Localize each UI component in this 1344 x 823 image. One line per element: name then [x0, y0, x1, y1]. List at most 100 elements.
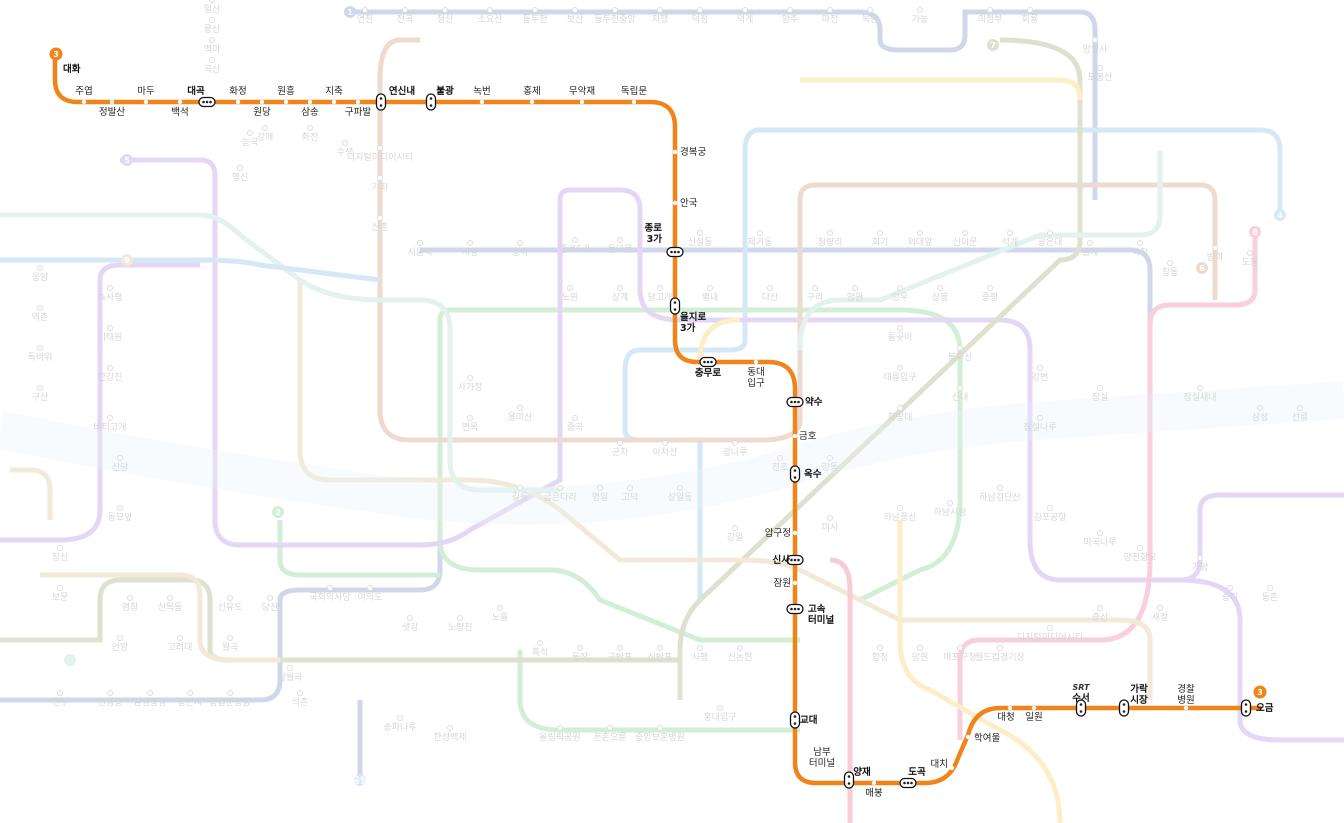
station-marker-jeongbalsan[interactable] — [109, 99, 115, 105]
station-marker-bulgwang[interactable] — [425, 93, 437, 111]
station-label-ogeum[interactable]: 오금 — [1256, 703, 1274, 714]
station-marker-suseo[interactable] — [1075, 699, 1087, 717]
station-label-daecheong[interactable]: 대청 — [997, 712, 1014, 723]
station-marker-yangjae[interactable] — [843, 771, 855, 789]
station-label-bulgwang[interactable]: 불광 — [436, 85, 454, 97]
station-marker-wonheung[interactable] — [283, 99, 289, 105]
station-marker-hwajeong[interactable] — [235, 99, 241, 105]
background-station-dot — [377, 215, 383, 221]
station-label-jamwon[interactable]: 잠원 — [774, 578, 791, 589]
background-station-label: 강일 — [727, 532, 744, 543]
station-marker-jichuk[interactable] — [331, 99, 337, 105]
station-label-gupabal[interactable]: 구파발 — [345, 107, 371, 118]
station-marker-gupabal[interactable] — [355, 99, 361, 105]
station-marker-yeonsinnae[interactable] — [375, 93, 387, 111]
station-marker-ogeum[interactable] — [1240, 699, 1252, 717]
station-marker-daecheong[interactable] — [1007, 705, 1013, 711]
background-station-label: 외대앞 — [908, 236, 933, 248]
station-label-geumho[interactable]: 금호 — [799, 431, 817, 442]
transfer-pip — [790, 400, 793, 404]
station-marker-dongguk[interactable] — [753, 359, 759, 365]
station-label-dongnimmun[interactable]: 독립문 — [621, 85, 647, 97]
background-station-dot — [957, 385, 963, 391]
station-marker-oksu[interactable] — [789, 465, 801, 483]
station-label-oksu[interactable]: 옥수 — [804, 469, 822, 480]
background-station-label: 구산 — [32, 392, 49, 403]
station-marker-madu[interactable] — [143, 99, 149, 105]
station-label-jichuk[interactable]: 지축 — [325, 86, 343, 97]
station-marker-jamwon[interactable] — [792, 580, 798, 586]
station-marker-maebong[interactable] — [871, 780, 877, 786]
station-marker-daechi[interactable] — [949, 765, 955, 771]
station-marker-juyeop[interactable] — [81, 99, 87, 105]
background-station-dot — [1197, 555, 1203, 561]
background-station-dot — [57, 545, 63, 551]
background-station-label: 광나루 — [723, 446, 748, 458]
station-marker-samsong[interactable] — [307, 99, 313, 105]
station-marker-euljiro3ga[interactable] — [669, 297, 681, 315]
station-label-chungmuro[interactable]: 충무로 — [695, 367, 721, 379]
station-label-daechi[interactable]: 대치 — [931, 758, 948, 770]
station-marker-apgujeong[interactable] — [792, 530, 798, 536]
station-label-gyodae[interactable]: 교대 — [800, 714, 817, 726]
station-label-samsong[interactable]: 삼송 — [301, 107, 319, 118]
station-label-wondang[interactable]: 원당 — [253, 107, 271, 118]
station-label-daegok[interactable]: 대곡 — [187, 85, 205, 97]
background-station-label: 전곡 — [397, 14, 414, 25]
station-label-gyeongbokgung[interactable]: 경복궁 — [680, 146, 706, 158]
station-label-wonheung[interactable]: 원흥 — [277, 85, 295, 97]
station-label-hagyeoul[interactable]: 학여울 — [974, 732, 1000, 744]
background-station-dot — [1037, 365, 1043, 371]
station-marker-wondang[interactable] — [259, 99, 265, 105]
station-label-yangjae[interactable]: 양재 — [853, 766, 870, 778]
station-label-sinsa[interactable]: 신사 — [773, 554, 791, 566]
station-label-hongje[interactable]: 홍제 — [523, 85, 540, 97]
station-marker-muakjae[interactable] — [579, 99, 585, 105]
station-marker-gyeongbokgung[interactable] — [672, 149, 678, 155]
station-label-daehwa[interactable]: 대화 — [63, 63, 81, 75]
station-label-madu[interactable]: 마두 — [137, 86, 155, 97]
background-station-label: 염창 — [122, 602, 139, 613]
station-marker-irwon[interactable] — [1031, 705, 1037, 711]
station-marker-hongje[interactable] — [529, 99, 535, 105]
station-label-apgujeong[interactable]: 압구정 — [765, 527, 791, 539]
station-label-hwajeong[interactable]: 화정 — [229, 86, 246, 97]
station-marker-gyodae[interactable] — [789, 711, 801, 729]
station-marker-police[interactable] — [1183, 705, 1189, 711]
station-label-muakjae[interactable]: 무악재 — [569, 85, 595, 97]
station-marker-baekseok[interactable] — [177, 99, 183, 105]
station-label-irwon[interactable]: 일원 — [1025, 712, 1042, 723]
background-station-label: 동대문 — [608, 244, 633, 255]
background-station-label: 마포구청 — [943, 652, 976, 663]
background-station-label: 녹천 — [1132, 247, 1149, 258]
station-marker-nokbeon[interactable] — [479, 99, 485, 105]
station-label-yeonsinnae[interactable]: 연신내 — [389, 85, 415, 97]
station-label-juyeop[interactable]: 주엽 — [75, 86, 92, 97]
background-station-dot — [37, 265, 43, 271]
background-station-dot — [767, 285, 773, 291]
station-marker-garak[interactable] — [1118, 699, 1130, 717]
station-label-jeongbalsan[interactable]: 정발산 — [99, 107, 125, 118]
station-marker-anguk[interactable] — [672, 200, 678, 206]
station-label-yaksu[interactable]: 약수 — [805, 396, 823, 408]
background-station-label: 월곡 — [222, 641, 239, 653]
background-line-badge — [354, 774, 366, 786]
station-label-maebong[interactable]: 매봉 — [865, 788, 883, 799]
station-marker-hagyeoul[interactable] — [965, 734, 971, 740]
station-label-anguk[interactable]: 안국 — [680, 198, 698, 209]
background-station-dot — [877, 230, 883, 236]
station-marker-dongnimmun[interactable] — [631, 99, 637, 105]
station-label-dogok[interactable]: 도곡 — [908, 767, 926, 778]
station-marker-geumho[interactable] — [792, 433, 798, 439]
station-label-baekseok[interactable]: 백석 — [171, 107, 188, 118]
station-label-suseo[interactable]: 수서 — [1072, 692, 1089, 704]
station-label-nokbeon[interactable]: 녹번 — [473, 86, 490, 97]
